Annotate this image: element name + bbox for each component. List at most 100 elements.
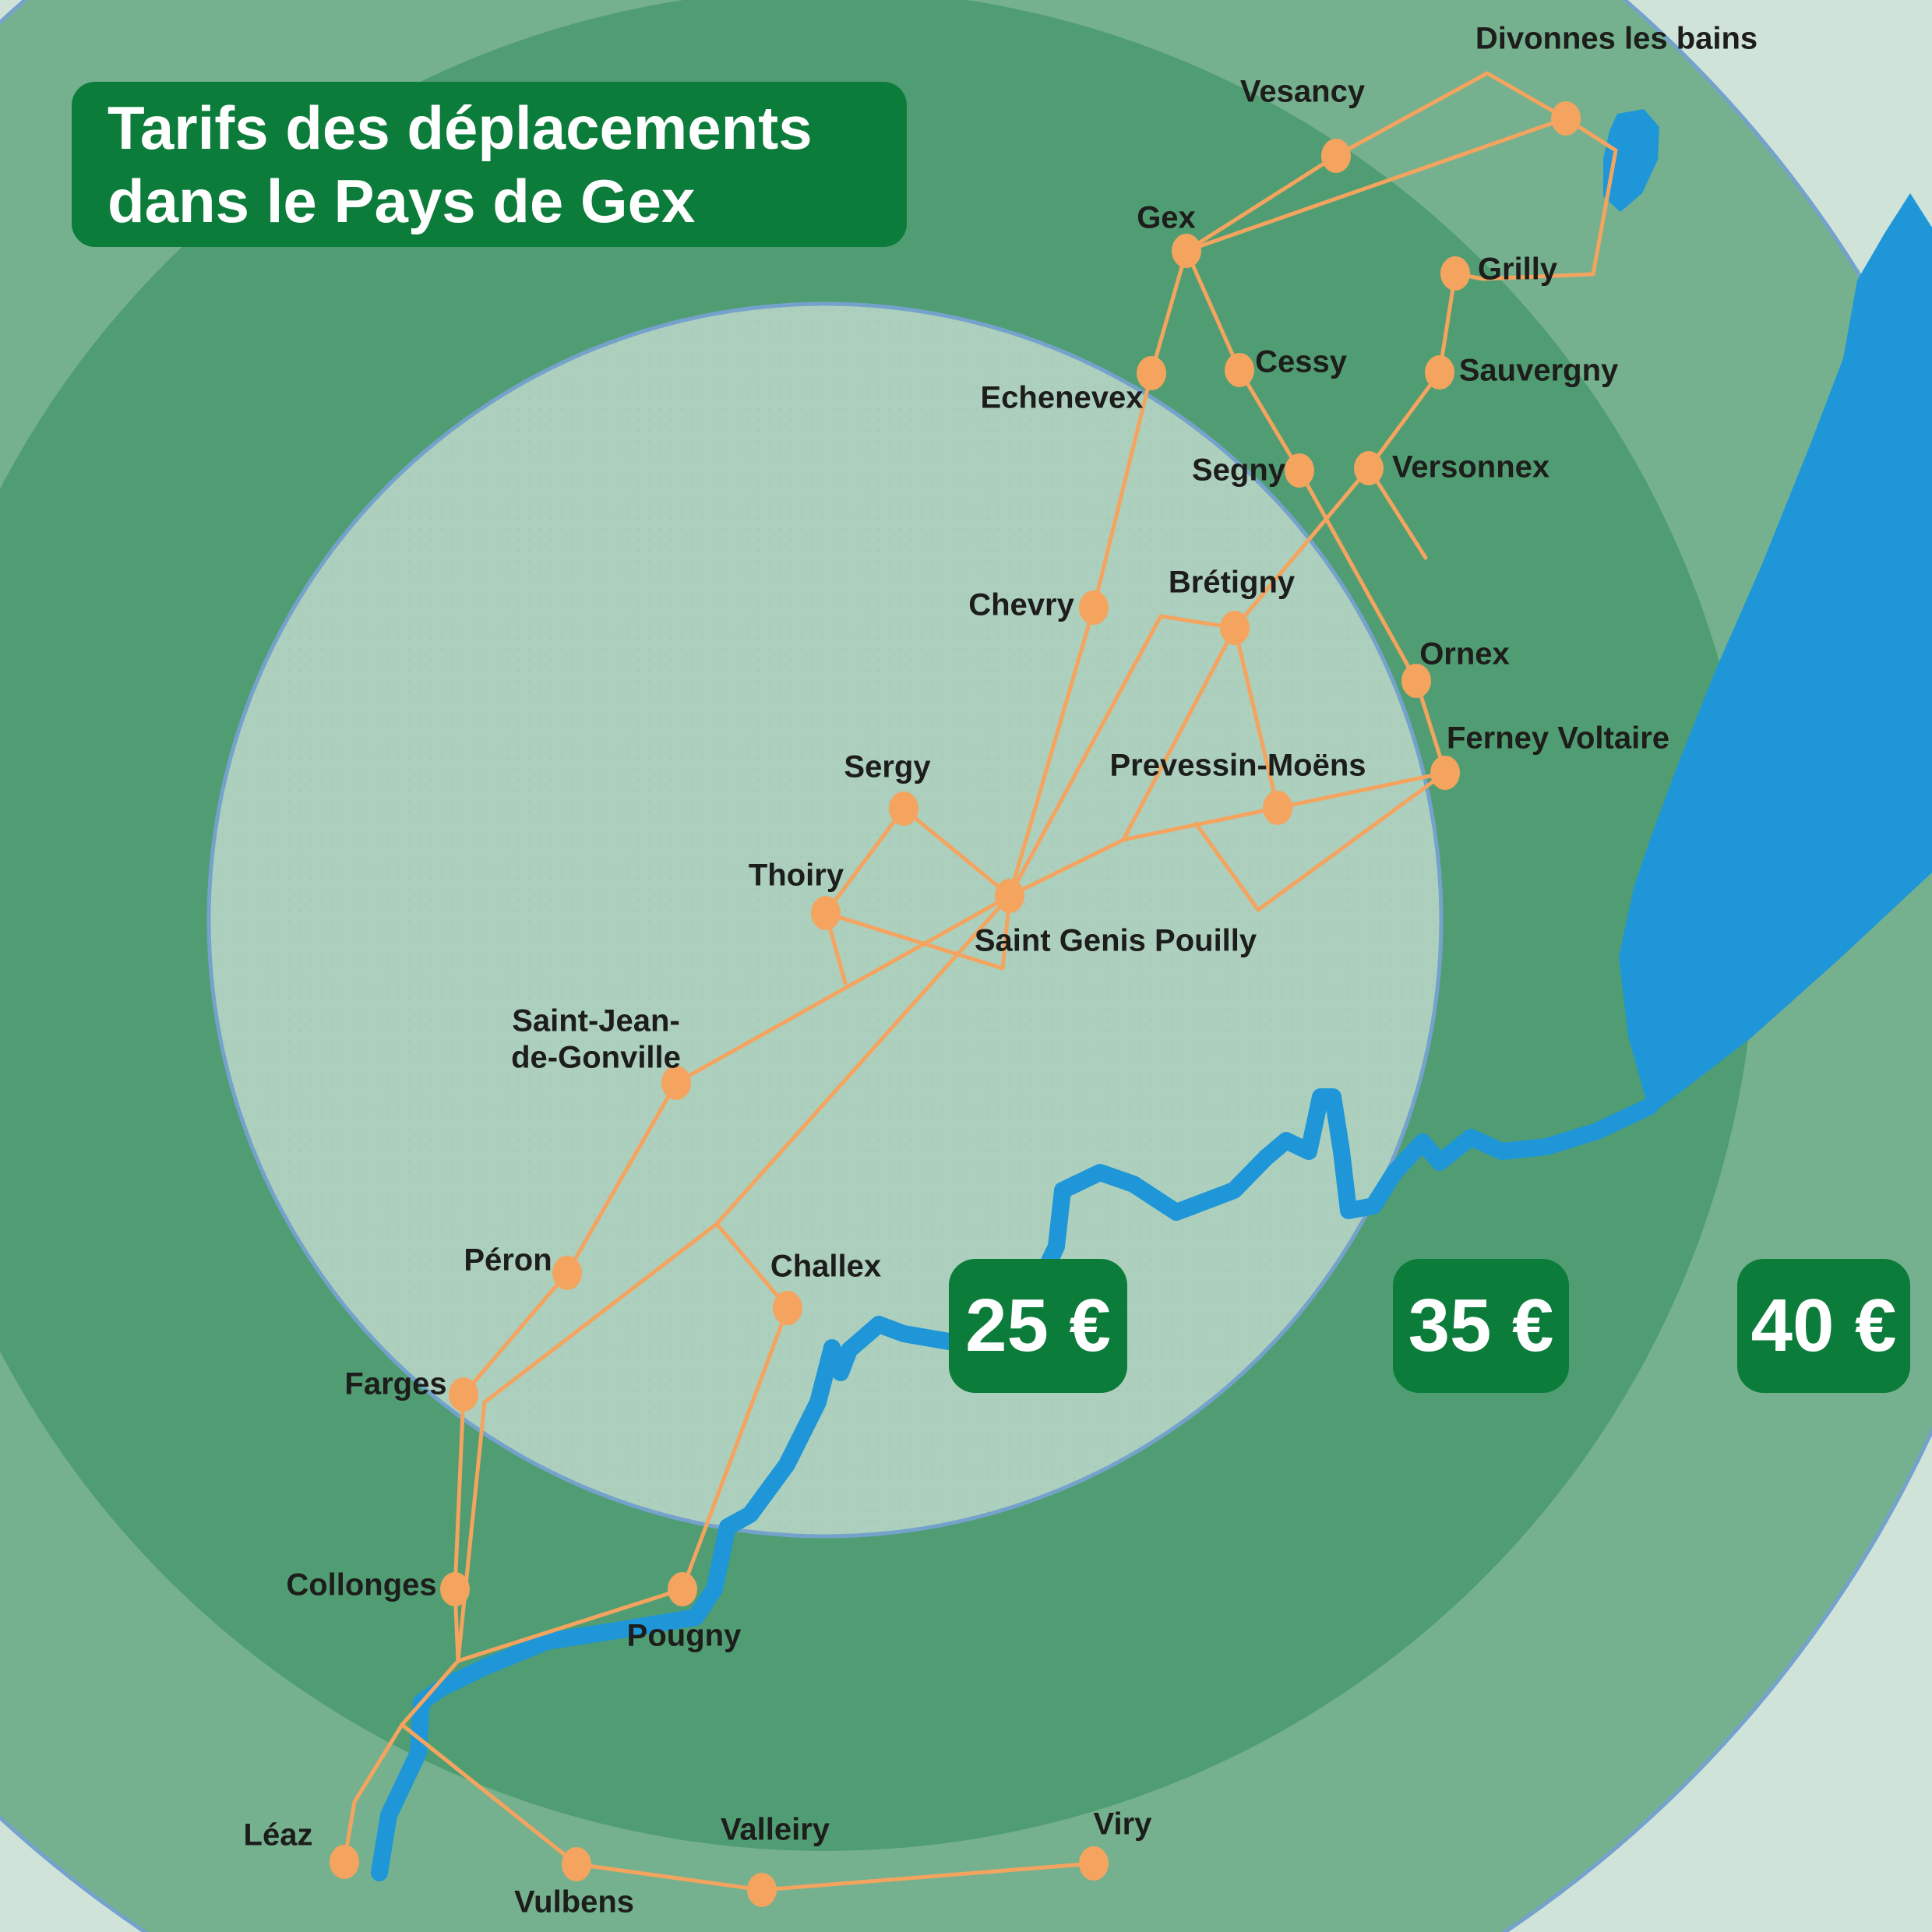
- town-label-leaz: Léaz: [244, 1818, 313, 1853]
- road-5: [1366, 370, 1442, 471]
- town-label-pougny: Pougny: [627, 1619, 742, 1653]
- town-dot-ferney: [1430, 756, 1460, 790]
- title-line-2: dans le Pays de Gex: [108, 167, 696, 235]
- road-10: [1232, 466, 1371, 630]
- town-dot-ornex: [1401, 664, 1431, 698]
- town-dot-leaz: [330, 1845, 359, 1879]
- town-dot-chevry: [1079, 591, 1109, 625]
- road-24: [674, 894, 1012, 1085]
- town-label-chevry: Chevry: [968, 588, 1074, 622]
- town-label-grilly: Grilly: [1478, 252, 1558, 287]
- road-32: [680, 1306, 790, 1592]
- town-dot-viry: [1079, 1846, 1109, 1881]
- road-22: [823, 806, 906, 915]
- town-dot-sergy: [889, 791, 918, 826]
- town-label-divonnes: Divonnes les bains: [1475, 22, 1757, 56]
- road-17: [1275, 770, 1447, 810]
- road-0: [1184, 153, 1338, 253]
- road-30: [714, 894, 1012, 1226]
- town-dot-divonnes: [1551, 101, 1581, 136]
- town-dot-sauvergny: [1425, 355, 1454, 390]
- town-dot-pougny: [668, 1572, 697, 1606]
- small-lake: [1603, 109, 1659, 212]
- road-34: [456, 1222, 719, 1663]
- town-label-sgp: Saint Genis Pouilly: [975, 924, 1257, 958]
- road-1: [1334, 71, 1568, 158]
- lake-geneva: [1619, 193, 1932, 1115]
- road-21: [901, 806, 1012, 898]
- road-33: [456, 1587, 685, 1663]
- road-14: [1007, 605, 1096, 898]
- road-31: [714, 1222, 790, 1310]
- road-2: [1184, 116, 1568, 253]
- road-3: [1453, 116, 1618, 281]
- road-20: [1121, 626, 1237, 842]
- road-26: [565, 1081, 679, 1275]
- town-dot-gex: [1172, 234, 1201, 268]
- price-badge-40-label: 40 €: [1750, 1284, 1897, 1367]
- town-dot-cessy: [1225, 353, 1254, 387]
- town-dot-echenevex: [1137, 356, 1166, 390]
- price-badge-35-label: 35 €: [1408, 1284, 1554, 1367]
- town-label-peron: Péron: [464, 1243, 552, 1278]
- town-label-farges: Farges: [344, 1367, 446, 1401]
- price-badge-25-label: 25 €: [965, 1284, 1111, 1367]
- road-38: [760, 1861, 1096, 1892]
- road-7: [1184, 249, 1242, 372]
- towns-layer: [330, 101, 1581, 1907]
- town-label-ferney: Ferney Voltaire: [1447, 721, 1669, 756]
- road-27: [461, 1271, 569, 1397]
- road-13: [1091, 371, 1154, 610]
- town-label-viry: Viry: [1094, 1807, 1153, 1842]
- road-8: [1237, 368, 1302, 473]
- price-badge-40: 40 €: [1737, 1259, 1910, 1393]
- road-9: [1297, 468, 1419, 683]
- town-label-stjean: Saint-Jean-: [512, 1004, 680, 1038]
- town-dot-thoiry: [811, 896, 841, 930]
- town-label-bretigny: Brétigny: [1169, 566, 1296, 600]
- town-dot-farges: [449, 1377, 478, 1412]
- town-label-valleiry: Valleiry: [721, 1813, 830, 1847]
- road-18: [1193, 770, 1447, 912]
- town-dot-prevessin: [1263, 791, 1292, 825]
- town-dot-stjean: [661, 1066, 691, 1100]
- town-dot-vulbens: [562, 1847, 591, 1881]
- town-label-sauvergny: Sauvergny: [1459, 354, 1619, 388]
- town-label-segny: Segny: [1192, 453, 1286, 488]
- town-label-gex: Gex: [1137, 201, 1196, 235]
- town-label-sergy: Sergy: [844, 750, 931, 784]
- town-label-ornex: Ornex: [1419, 637, 1510, 672]
- town-dot-valleiry: [747, 1873, 777, 1907]
- town-dot-challex: [773, 1291, 802, 1325]
- town-label-vesancy: Vesancy: [1240, 75, 1366, 109]
- road-16: [1232, 626, 1280, 810]
- town-dot-vesancy: [1321, 139, 1351, 173]
- town-label-vulbens: Vulbens: [514, 1885, 634, 1920]
- town-dot-peron: [552, 1256, 582, 1290]
- town-dot-segny: [1285, 453, 1314, 488]
- town-label-thoiry: Thoiry: [749, 858, 844, 893]
- town-label-collonges: Collonges: [286, 1568, 436, 1602]
- road-6: [1149, 249, 1189, 375]
- price-badge-35: 35 €: [1393, 1259, 1569, 1393]
- title-box: Tarifs des déplacements dans le Pays de …: [72, 82, 907, 247]
- road-11: [1366, 466, 1428, 560]
- town-label-stjean: de-Gonville: [511, 1041, 681, 1075]
- town-dot-versonnex: [1354, 451, 1384, 485]
- road-36: [400, 1722, 579, 1867]
- town-dot-bretigny: [1220, 611, 1250, 645]
- town-dot-collonges: [440, 1572, 470, 1606]
- price-badge-25: 25 €: [949, 1259, 1127, 1393]
- town-label-prevessin: Prevessin-Moëns: [1109, 749, 1366, 783]
- road-28: [453, 1392, 466, 1592]
- roads-layer: [342, 71, 1618, 1892]
- road-37: [574, 1862, 764, 1892]
- town-label-echenevex: Echenevex: [980, 381, 1143, 415]
- road-35: [342, 1722, 404, 1864]
- town-label-challex: Challex: [770, 1250, 881, 1284]
- town-label-versonnex: Versonnex: [1392, 450, 1549, 485]
